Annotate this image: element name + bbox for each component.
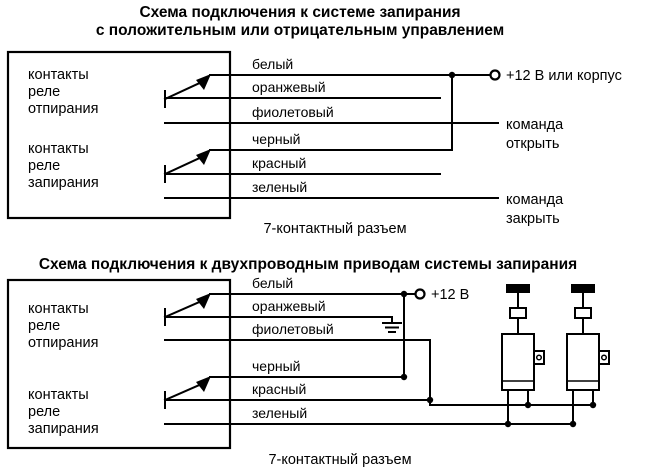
bottom-title: Схема подключения к двухпроводным привод… [39,256,577,273]
bottom-connector-label: 7-контактный разъем [268,452,411,468]
top-title-line2: с положительным или отрицательным управл… [96,22,504,39]
top-wire-white-label: белый [252,56,293,72]
top-wire-black-label: черный [252,131,300,147]
bottom-wire-orange-label: оранжевый [252,298,326,314]
relay-contact-triangle [196,149,211,165]
actuator-mount-tab [533,350,545,365]
top-unlock-relay-label-1: контакты [28,67,89,83]
bottom-unlock-relay-label-1: контакты [28,301,89,317]
top-wire-violet-label: фиолетовый [252,104,334,120]
power-terminal-circle [414,288,426,300]
junction-dot [448,71,456,79]
top-connector-label: 7-контактный разъем [263,221,406,237]
relay-blade [163,298,206,319]
actuator-mount-hole [535,354,543,361]
relay-blade [163,154,206,176]
bottom-wire-black-label: черный [252,358,300,374]
actuator-mount-hole [600,354,608,361]
cmd-open-label-2: открыть [506,136,559,152]
actuator-mount-tab [598,350,610,365]
bottom-lock-relay-label-1: контакты [28,387,89,403]
bottom-unlock-relay-label-3: отпирания [28,335,98,351]
cmd-close-label-2: закрыть [506,211,560,227]
bottom-wire-green-label: зеленый [252,405,307,421]
top-wire-green-label: зеленый [252,179,307,195]
top-title-line1: Схема подключения к системе запирания [139,4,460,21]
actuator-collar [509,307,527,319]
top-control-unit-box [6,50,232,220]
cmd-open-label-1: команда [506,117,564,133]
top-power-label: +12 В или корпус [506,68,622,84]
junction-dot [426,396,434,404]
relay-contact-triangle [196,74,211,90]
relay-contact-triangle [196,376,211,392]
power-terminal-circle [489,69,501,81]
bottom-unlock-relay-label-2: реле [28,318,60,334]
bottom-control-unit-box [6,278,232,450]
actuator-knob-cap [506,284,530,293]
bottom-wire-violet-label: фиолетовый [252,321,334,337]
top-unlock-relay-label-2: реле [28,84,60,100]
top-lock-relay-label-2: реле [28,158,60,174]
bottom-lock-relay-label-3: запирания [28,421,99,437]
ground-symbol [382,316,402,333]
door-lock-actuator-1 [501,284,545,425]
cmd-close-label-1: команда [506,192,564,208]
top-lock-relay-label-1: контакты [28,141,89,157]
top-wire-orange-label: оранжевый [252,79,326,95]
bottom-power-label: +12 В [431,287,469,303]
top-unlock-relay-label-3: отпирания [28,101,98,117]
top-lock-relay-label-3: запирания [28,175,99,191]
bottom-lock-relay-label-2: реле [28,404,60,420]
actuator-collar [574,307,592,319]
junction-dot [400,290,408,298]
door-lock-actuator-2 [566,284,610,425]
actuator-knob-cap [571,284,595,293]
relay-contact-triangle [196,293,211,309]
relay-blade [163,381,206,402]
bottom-wire-red-label: красный [252,381,306,397]
bottom-wire-white-label: белый [252,275,293,291]
top-wire-red-label: красный [252,155,306,171]
relay-blade [163,79,206,101]
